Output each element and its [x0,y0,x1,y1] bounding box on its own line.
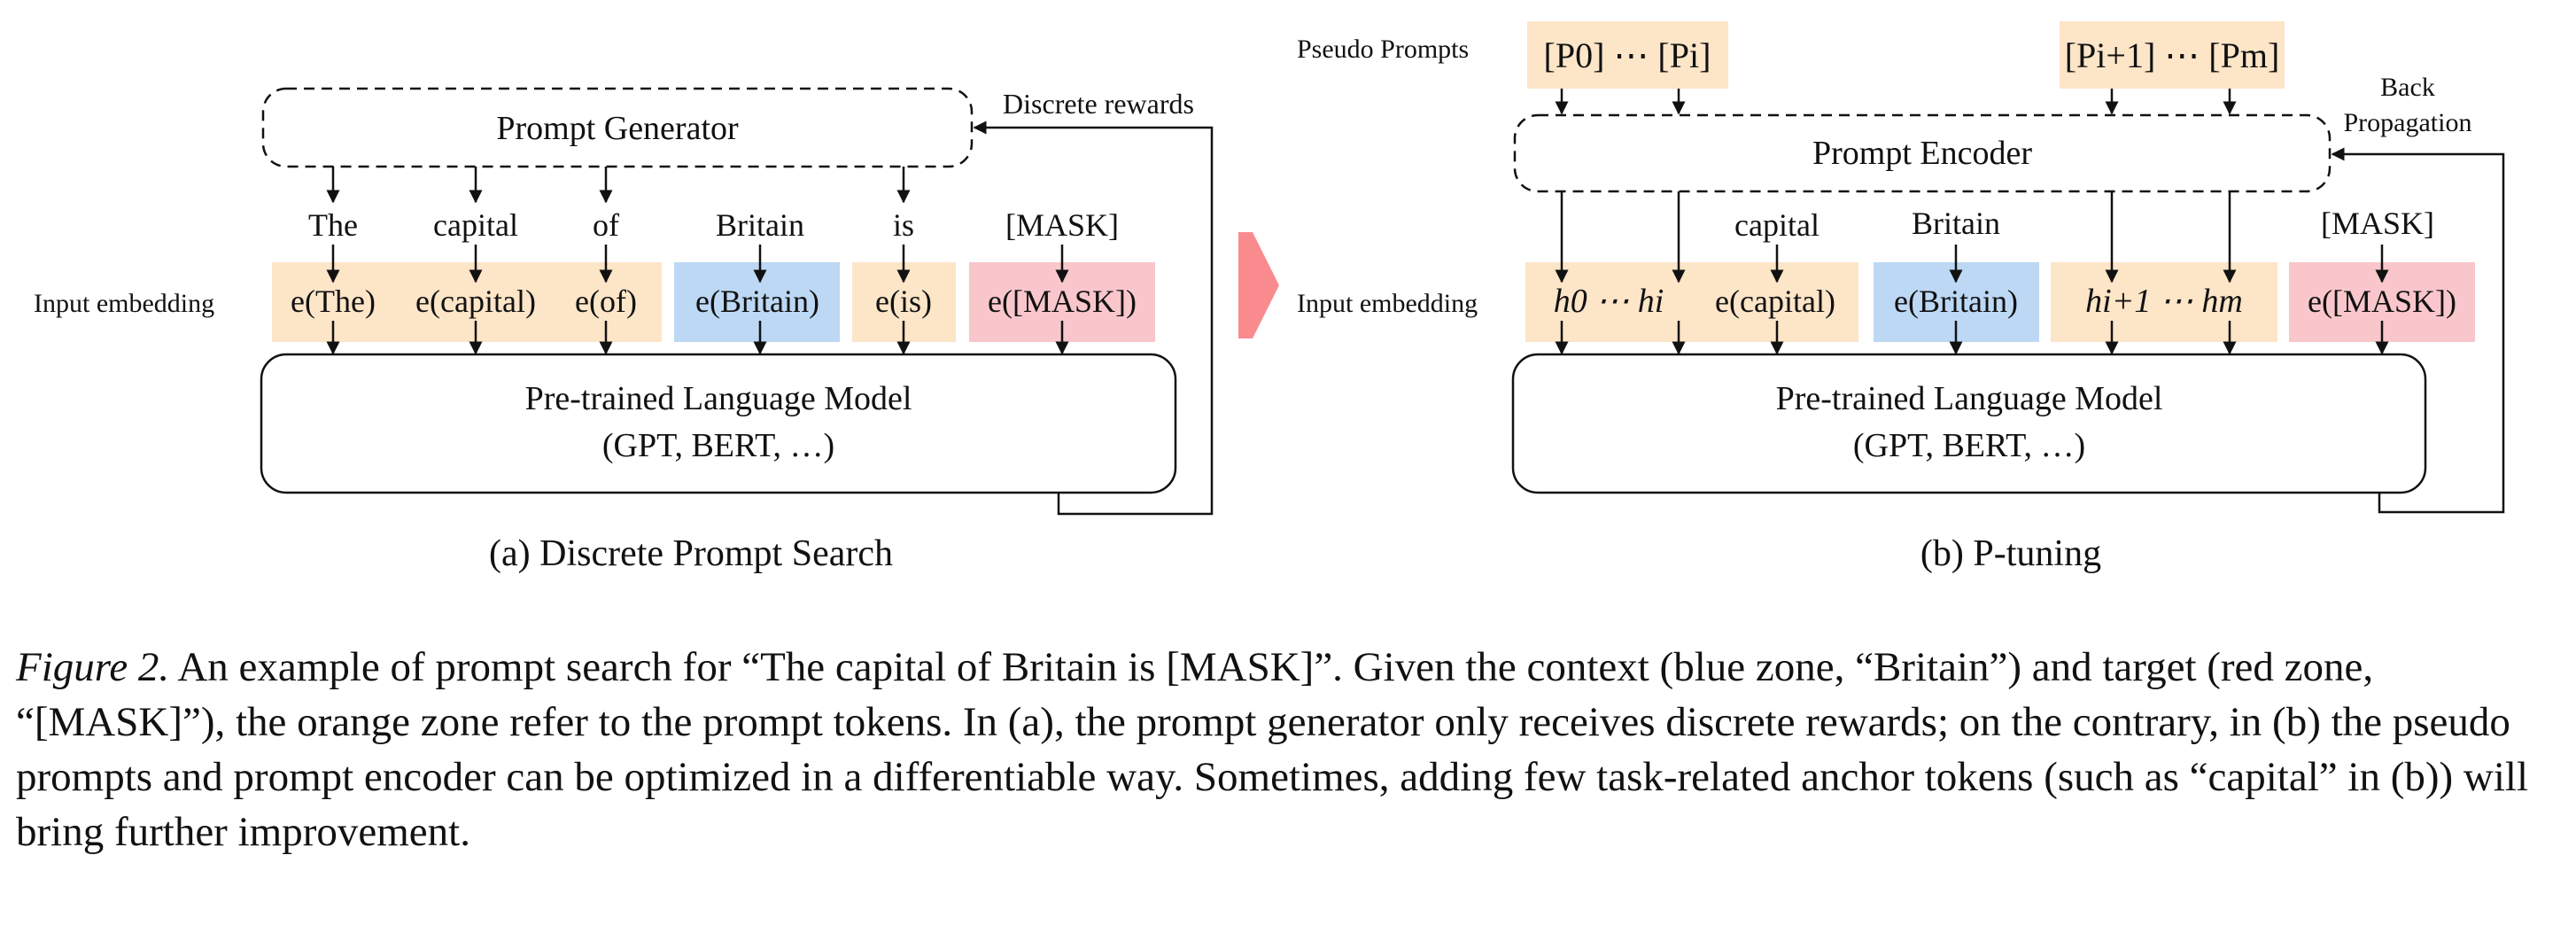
panel-b-input-embedding-label: Input embedding [1297,289,1478,318]
panel-b-model-line1: Pre-trained Language Model [1776,380,2163,417]
prompt-encoder-box [1513,113,2332,193]
panel-transition-arrow [1238,232,1279,338]
panel-a-token: Britain [716,207,804,243]
pseudo-prompts-label: Pseudo Prompts [1297,35,1469,64]
panel-b-embedding-arrows [1555,321,2389,355]
figure-caption-label: Figure 2. [16,644,170,690]
panel-a-model-line2: (GPT, BERT, …) [602,427,834,464]
figure-caption-text: An example of prompt search for “The cap… [16,644,2529,855]
panel-a-input-embedding-label: Input embedding [34,289,214,318]
panel-b-model-line2: (GPT, BERT, …) [1853,427,2085,464]
panel-a-token: capital [433,207,518,243]
panel-b-embedding: e([MASK]) [2308,284,2456,319]
prompt-search-figure: Prompt Generator Pre-trained Language Mo… [34,21,2505,574]
panel-b-embedding: hi+1 ⋯ hm [2085,283,2243,320]
panel-a-generator-arrows [326,167,911,204]
figure-caption: Figure 2. An example of prompt search fo… [16,640,2560,859]
back-propagation-label-1: Back [2380,73,2435,102]
panel-b-token: [MASK] [2321,206,2434,241]
pseudo-prompts-right: [Pi+1] ⋯ [Pm] [2065,35,2280,75]
prompt-encoder-label: Prompt Encoder [1812,135,2032,172]
panel-a-embedding: e(is) [875,284,932,319]
panel-b-token-arrows [1770,245,2389,284]
panel-a-model-box [260,353,1177,494]
panel-a-discrete-prompt-search: Prompt Generator Pre-trained Language Mo… [34,87,1214,574]
panel-b-embedding: e(capital) [1715,284,1835,319]
panel-b-embedding: h0 ⋯ hi [1554,283,1664,320]
back-propagation-arrow [2331,147,2505,514]
panel-a-embedding: e(Britain) [695,284,819,319]
panel-b-model-box [1511,353,2427,494]
panel-b-p-tuning: Pseudo Prompts [P0] ⋯ [Pi] [Pi+1] ⋯ [Pm]… [1297,21,2505,574]
panel-a-token: is [893,207,914,243]
panel-a-embedding-arrows [326,321,1069,355]
panel-a-embedding: e(The) [291,284,376,319]
back-propagation-label-2: Propagation [2344,108,2472,137]
panel-b-caption: (b) P-tuning [1920,533,2101,574]
panel-a-model-line1: Pre-trained Language Model [525,380,912,417]
panel-a-token: The [308,207,358,243]
panel-a-token: [MASK] [1005,207,1119,243]
panel-b-token: capital [1734,207,1819,243]
panel-b-encoder-arrows [1555,191,2237,284]
discrete-rewards-arrow [973,120,1214,516]
panel-b-token: Britain [1912,206,2000,241]
panel-a-embedding: e([MASK]) [988,284,1137,319]
prompt-generator-label: Prompt Generator [496,110,739,147]
panel-a-caption: (a) Discrete Prompt Search [489,533,893,574]
panel-a-token-arrows [326,245,1069,284]
panel-b-prompt-zone-1 [1525,262,1858,342]
prompt-generator-box [261,87,974,168]
panel-a-embedding: e(capital) [415,284,536,319]
panel-b-pseudo-arrows [1555,89,2237,115]
panel-b-prompt-zone-2 [2051,262,2277,342]
discrete-rewards-label: Discrete rewards [1003,88,1194,120]
panel-b-embedding: e(Britain) [1894,284,2018,319]
pseudo-prompt-zone-left [1527,21,1728,89]
pseudo-prompt-zone-right [2060,21,2285,89]
panel-a-embedding: e(of) [575,284,637,319]
panel-a-token: of [593,207,619,243]
pseudo-prompts-left: [P0] ⋯ [Pi] [1544,35,1711,75]
